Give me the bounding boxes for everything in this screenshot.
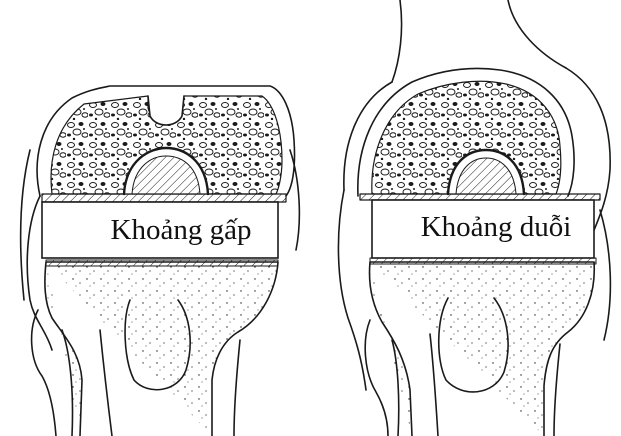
- tibia-left: [45, 262, 278, 436]
- flexion-gap: Khoảng gấp: [42, 202, 278, 258]
- tibia-cut-left: [46, 260, 278, 266]
- flexion-knee: [21, 86, 300, 436]
- femur-cut-right: [360, 194, 600, 200]
- trochlear-notch-left: [148, 96, 184, 125]
- femur-cut-left: [42, 194, 286, 202]
- fibula-left: [32, 310, 73, 436]
- tibia-cut-right: [370, 258, 596, 264]
- extension-gap: Khoảng duỗi: [372, 200, 594, 258]
- extension-gap-label: Khoảng duỗi: [421, 211, 572, 243]
- fibula-right: [365, 320, 399, 436]
- tibia-right: [370, 262, 595, 436]
- flexion-gap-label: Khoảng gấp: [111, 214, 252, 246]
